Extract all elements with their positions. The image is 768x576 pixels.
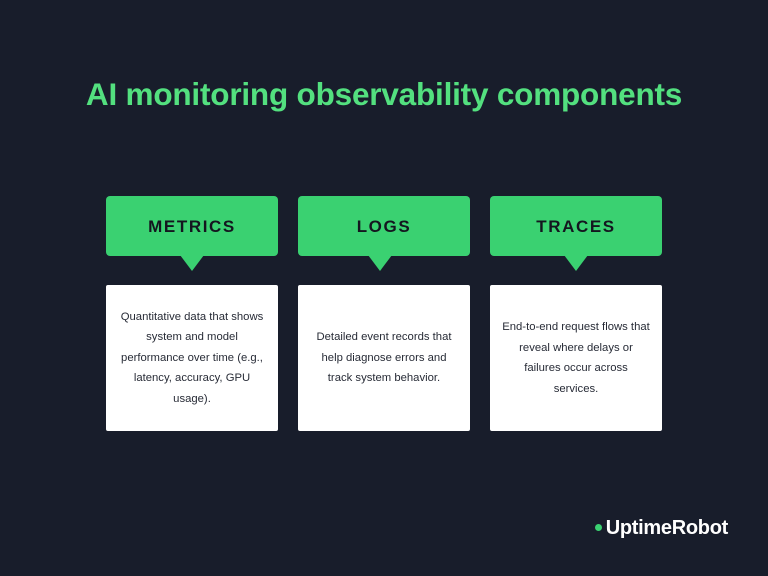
header-box-logs[interactable]: LOGS: [298, 196, 470, 256]
callout-header-logs: LOGS: [298, 196, 470, 271]
callout-arrow-icon: [368, 255, 392, 271]
callout-header-metrics: METRICS: [106, 196, 278, 271]
body-card-traces: End-to-end request flows that reveal whe…: [490, 285, 662, 431]
header-label-logs: LOGS: [356, 216, 412, 236]
component-column-logs: LOGS Detailed event records that help di…: [298, 196, 470, 431]
component-column-metrics: METRICS Quantitative data that shows sys…: [106, 196, 278, 431]
component-column-traces: TRACES End-to-end request flows that rev…: [490, 196, 662, 431]
green-dot-icon: [594, 524, 602, 531]
brand-logo-text: UptimeRobot: [605, 517, 729, 539]
header-label-traces: TRACES: [536, 216, 616, 236]
body-card-metrics: Quantitative data that shows system and …: [106, 285, 278, 431]
observability-components-row: METRICS Quantitative data that shows sys…: [106, 196, 662, 431]
header-box-metrics[interactable]: METRICS: [106, 196, 278, 256]
body-card-logs: Detailed event records that help diagnos…: [298, 285, 470, 431]
body-text-logs: Detailed event records that help diagnos…: [316, 331, 452, 385]
body-text-metrics: Quantitative data that shows system and …: [120, 310, 264, 405]
callout-arrow-icon: [564, 255, 588, 271]
callout-header-traces: TRACES: [490, 196, 662, 271]
body-text-traces: End-to-end request flows that reveal whe…: [502, 321, 650, 395]
header-box-traces[interactable]: TRACES: [490, 196, 662, 256]
brand-logo: UptimeRobot: [594, 517, 729, 539]
page-title: AI monitoring observability components: [85, 76, 683, 112]
header-label-metrics: METRICS: [148, 216, 236, 236]
callout-arrow-icon: [180, 255, 204, 271]
